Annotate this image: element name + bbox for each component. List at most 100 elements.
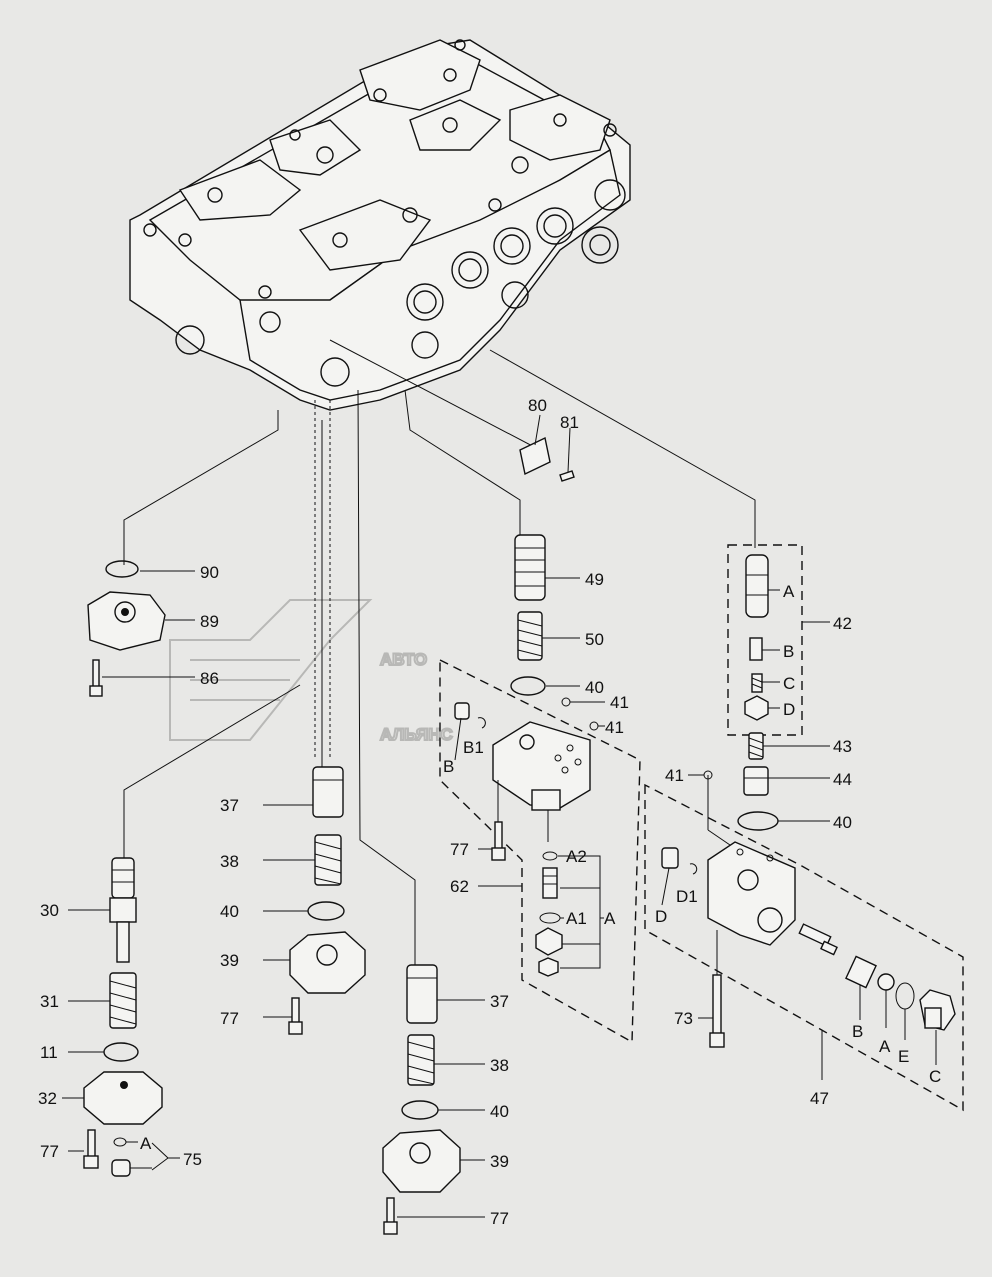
label-32: 32 [38,1089,57,1108]
part-11-oring [103,1042,139,1062]
label-38-b: 38 [490,1056,509,1075]
label-41-b: 41 [605,718,624,737]
part-47-body [707,841,796,946]
part-39-flange-b [382,1129,461,1193]
watermark-logo-mark [169,599,373,741]
part-47B-spring [845,955,877,989]
label-42: 42 [833,614,852,633]
label-47: 47 [810,1089,829,1108]
label-37-b: 37 [490,992,509,1011]
label-42-C: C [783,674,795,693]
part-86-bolt [89,659,103,697]
label-40-c: 40 [220,902,239,921]
part-A1-sleeve [542,867,558,899]
label-A1: A1 [566,909,587,928]
label-73: 73 [674,1009,693,1028]
part-42D-seat [744,695,769,721]
label-44: 44 [833,770,852,789]
label-42-D: D [783,700,795,719]
part-90-oring [105,560,139,578]
part-41-oring-a [561,697,571,707]
part-62-body [492,721,591,811]
part-41-oring-b [589,721,599,731]
part-38-spring-b [407,1034,435,1086]
part-47-piston [798,923,838,956]
part-77-bolt-c [491,821,506,861]
part-D-plug [661,847,698,875]
label-47-C: C [929,1067,941,1086]
label-11: 11 [40,1043,58,1062]
label-B1-upper: B1 [463,738,484,757]
part-A-cap [538,957,559,977]
part-43-spring [748,732,764,760]
watermark-line1: АВТО [380,650,427,669]
assembly-62-outline [439,658,641,1044]
part-B-plug [454,702,486,729]
part-80-plate [519,414,551,476]
label-41-c: 41 [665,766,684,785]
part-47C-plug [919,989,956,1031]
part-40-oring-c [307,901,345,921]
label-75: 75 [183,1150,202,1169]
label-77-b: 77 [40,1142,59,1161]
watermark-line2: АЛЬЯНС [380,725,453,744]
part-37-spool-b [406,964,438,1024]
part-47A-washer [877,973,895,991]
watermark: АВТО АЛЬЯНС [169,599,454,745]
part-75-plug [111,1159,131,1177]
label-A-group: A [604,909,616,928]
part-75A-oring [113,1137,127,1147]
label-80: 80 [528,396,547,415]
part-47E-oring [895,982,915,1010]
assembly-42-outline [727,544,803,736]
label-D: D [655,907,667,926]
label-39-b: 39 [490,1152,509,1171]
label-37-a: 37 [220,796,239,815]
label-42-B: B [783,642,794,661]
label-62: 62 [450,877,469,896]
assembly-47-outline [644,783,964,1112]
part-40-oring-b [737,811,779,831]
part-77-bolt-a [288,997,303,1035]
label-40-a: 40 [585,678,604,697]
part-77-bolt-b [83,1129,99,1169]
label-50: 50 [585,630,604,649]
part-A1-oring [539,912,561,924]
label-47-B: B [852,1022,863,1041]
label-47-E: E [898,1047,909,1066]
part-30-spool [109,857,137,963]
part-42A-plunger [745,554,769,618]
part-40-oring-a [510,676,546,696]
label-75-A: A [140,1134,152,1153]
part-32-cover [83,1071,163,1125]
label-B-upper: B [443,757,454,776]
label-31: 31 [40,992,59,1011]
label-49: 49 [585,570,604,589]
part-89-flange [87,591,166,651]
label-D1: D1 [676,887,698,906]
label-90: 90 [200,563,219,582]
part-73-bolt [709,974,725,1048]
part-38-spring-a [314,834,342,886]
label-38-a: 38 [220,852,239,871]
part-39-flange-a [289,931,366,994]
part-42B-pin [749,637,763,661]
part-42C-spring [751,673,763,693]
part-50-spring [517,611,543,661]
label-40-d: 40 [490,1102,509,1121]
part-A2-oring [542,851,558,861]
label-89: 89 [200,612,219,631]
label-77-c: 77 [450,840,469,859]
label-43: 43 [833,737,852,756]
label-81: 81 [560,413,579,432]
part-77-bolt-d [383,1197,398,1235]
label-77-a: 77 [220,1009,239,1028]
label-42-A: A [783,582,795,601]
label-77-d: 77 [490,1209,509,1228]
control-valve-block [129,39,631,411]
part-49-spool [514,534,546,601]
leader-lines [123,339,756,965]
label-30: 30 [40,901,59,920]
label-39-a: 39 [220,951,239,970]
